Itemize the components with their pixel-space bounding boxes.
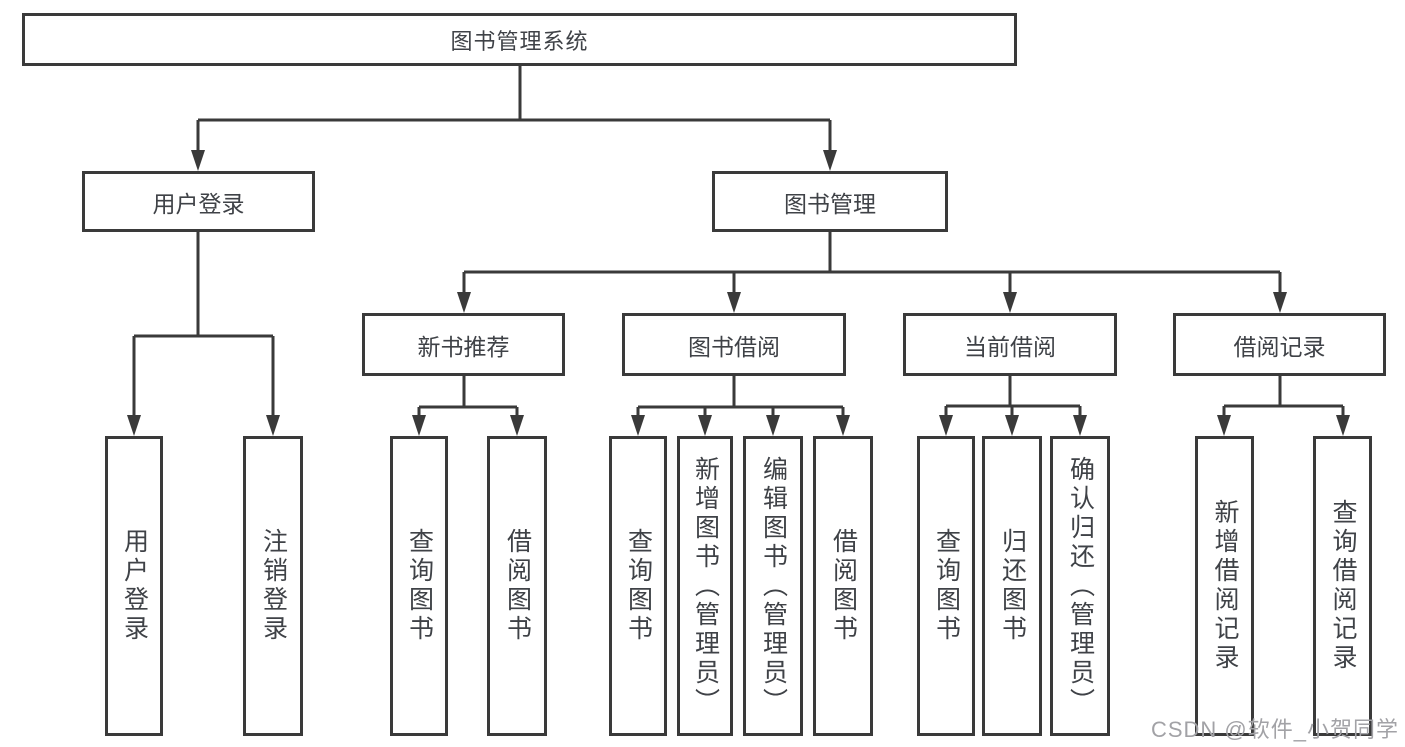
leaf-edit-books-admin: 编辑图书（管理员） [743,436,803,736]
leaf-label: 新增借阅记录 [1211,499,1239,673]
edge-borrow-record-to-leaves [1222,376,1345,417]
node-borrowing-records: 借阅记录 [1173,313,1386,376]
tree-edges [132,66,1345,417]
leaf-logout: 注销登录 [243,436,303,736]
arrow-down-icon [631,415,645,436]
node-label: 借阅记录 [1233,333,1326,360]
leaf-label: 新增图书（管理员） [691,455,720,717]
arrow-down-icon [510,415,524,436]
arrow-down-icon [823,150,837,171]
leaf-label: 归还图书 [998,528,1027,644]
arrow-down-icon [766,415,780,436]
leaf-return-books: 归还图书 [982,436,1042,736]
leaf-label: 确认归还（管理员） [1066,455,1095,717]
leaf-label: 查询图书 [624,528,653,644]
leaf-confirm-return-admin: 确认归还（管理员） [1050,436,1110,736]
leaf-label: 用户登录 [120,528,149,644]
csdn-watermark: CSDN @软件_小贺同学 [1150,717,1399,742]
leaf-user-login: 用户登录 [105,436,163,736]
node-label: 图书借阅 [688,333,780,360]
edge-user-login-to-leaves [132,232,275,417]
arrow-down-icon [1003,292,1017,313]
leaf-label: 查询图书 [932,528,961,644]
arrow-down-icon [1073,415,1087,436]
arrow-down-icon [412,415,426,436]
leaf-label: 编辑图书（管理员） [759,455,788,717]
arrow-down-icon [836,415,850,436]
leaf-add-books-admin: 新增图书（管理员） [677,436,733,736]
leaf-query-borrow-record: 查询借阅记录 [1313,436,1372,736]
arrow-down-icon [1273,292,1287,313]
arrow-down-icon [191,150,205,171]
node-user-login: 用户登录 [82,171,315,232]
edge-root-to-level2 [196,66,832,152]
leaf-borrow-books-newbook: 借阅图书 [487,436,547,736]
leaf-label: 借阅图书 [829,528,858,644]
leaf-borrow-books: 借阅图书 [813,436,873,736]
node-book-borrowing: 图书借阅 [622,313,846,376]
arrow-down-icon [727,292,741,313]
node-new-book-recommendation: 新书推荐 [362,313,565,376]
node-book-management: 图书管理 [712,171,948,232]
edge-new-book-to-leaves [417,376,519,417]
leaf-query-books: 查询图书 [609,436,667,736]
arrow-down-icon [266,415,280,436]
leaf-query-books-current: 查询图书 [917,436,975,736]
leaf-label: 查询借阅记录 [1329,499,1357,673]
arrowheads [127,150,1350,436]
leaf-label: 查询图书 [405,528,434,644]
leaf-label: 注销登录 [259,528,288,644]
edge-current-borrow-to-leaves [944,376,1082,417]
arrow-down-icon [127,415,141,436]
edge-book-management-to-level3 [462,232,1282,294]
node-label: 图书管理 [784,190,876,217]
node-current-borrowing: 当前借阅 [903,313,1117,376]
leaf-label: 借阅图书 [503,528,532,644]
node-library-management-system: 图书管理系统 [22,13,1017,66]
arrow-down-icon [1217,415,1231,436]
node-label: 当前借阅 [964,333,1056,360]
arrow-down-icon [698,415,712,436]
leaf-add-borrow-record: 新增借阅记录 [1195,436,1254,736]
node-label: 用户登录 [152,190,245,217]
arrow-down-icon [1005,415,1019,436]
arrow-down-icon [1336,415,1350,436]
leaf-query-books-newbook: 查询图书 [390,436,448,736]
arrow-down-icon [457,292,471,313]
edge-book-borrow-to-leaves [636,376,845,417]
arrow-down-icon [939,415,953,436]
node-label: 新书推荐 [417,333,510,360]
node-label: 图书管理系统 [450,28,589,54]
